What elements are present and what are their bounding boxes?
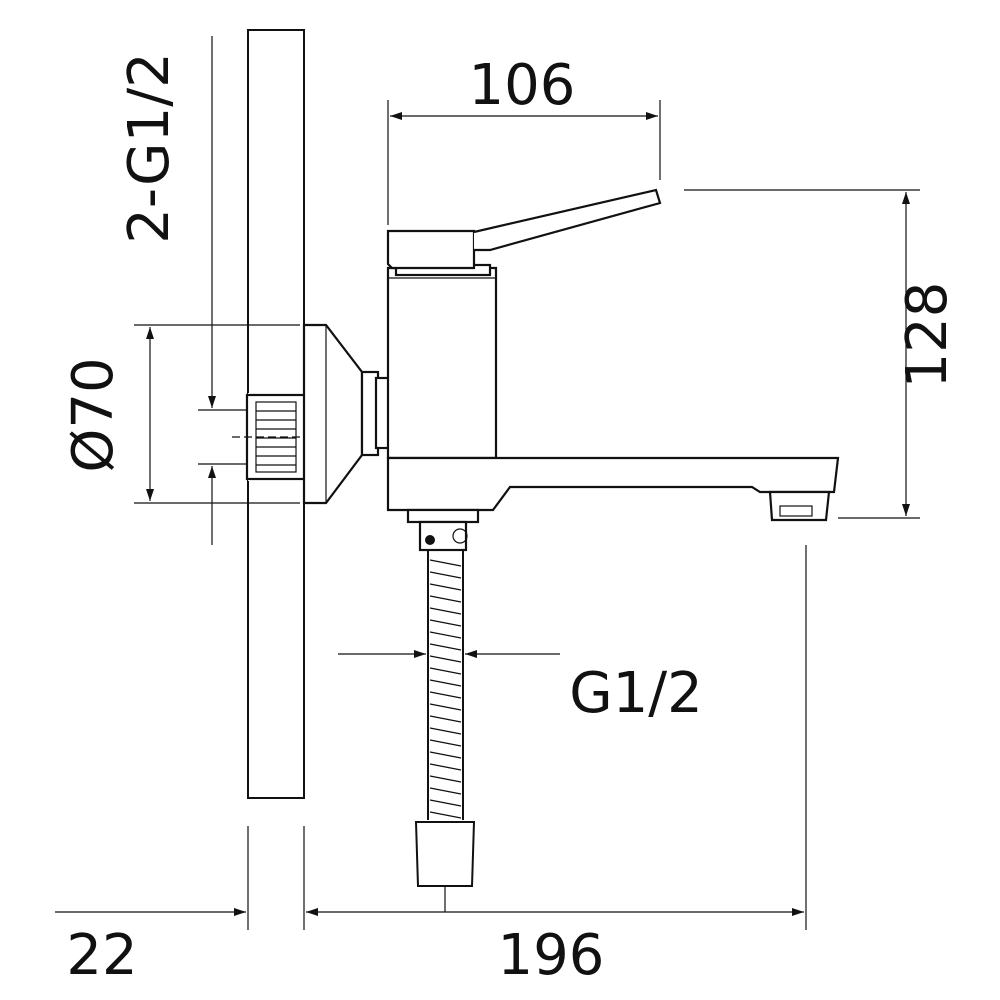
hose-thread-label: G1/2 <box>569 661 703 726</box>
dimension-bottom: 22 196 <box>55 545 807 988</box>
dimension-top-width: 106 <box>387 53 661 225</box>
projection-label: 196 <box>498 923 605 988</box>
flange-diameter-label: Ø70 <box>61 357 126 472</box>
dimension-flange-diameter: Ø70 <box>61 324 300 504</box>
bottom-outlet <box>406 508 480 552</box>
dimension-thread-inlets: 2-G1/2 <box>117 36 246 545</box>
top-width-label: 106 <box>469 53 576 118</box>
dimension-hose-thread: G1/2 <box>338 650 703 726</box>
shower-hose <box>414 550 476 912</box>
wall-flange <box>302 323 364 505</box>
height-label: 128 <box>895 282 960 389</box>
faucet-body <box>386 263 498 460</box>
lever-handle <box>386 188 662 270</box>
dimension-height: 128 <box>684 189 960 519</box>
thread-inlets-label: 2-G1/2 <box>117 52 182 243</box>
threaded-inlet <box>232 393 318 481</box>
wall-offset-label: 22 <box>66 923 137 988</box>
